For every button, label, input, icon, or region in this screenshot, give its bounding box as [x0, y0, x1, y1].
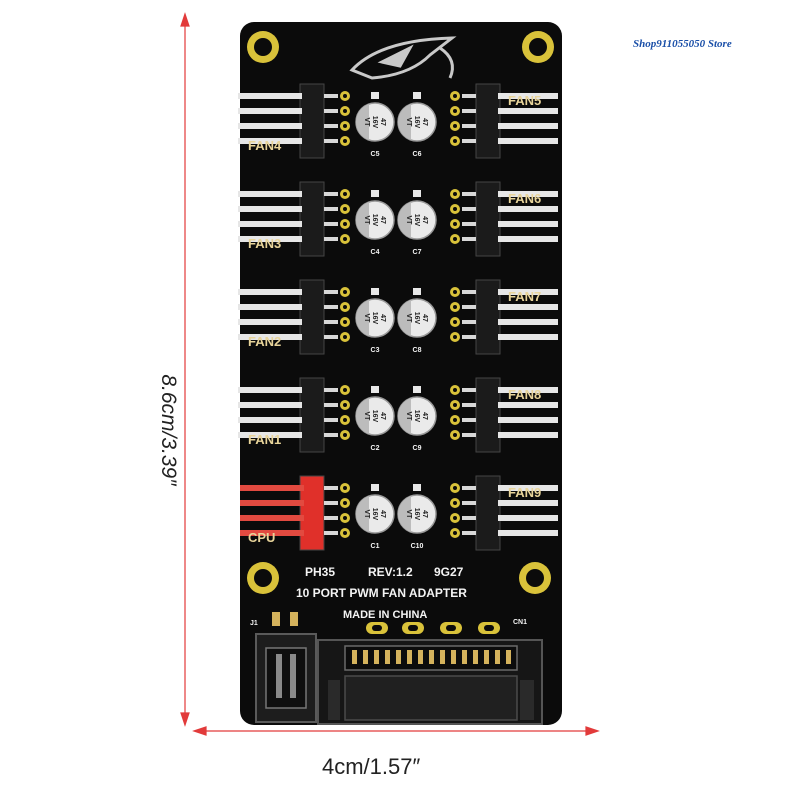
j1-connector — [255, 612, 317, 723]
capacitor-label: C8 — [413, 347, 422, 354]
width-arrow — [192, 726, 600, 736]
board-title: 10 PORT PWM FAN ADAPTER — [296, 586, 467, 600]
svg-text:VT: VT — [405, 412, 412, 422]
port-label: FAN7 — [508, 289, 541, 304]
fan-header-fan9: FAN9 — [450, 475, 558, 551]
svg-text:VT: VT — [405, 216, 412, 226]
port-label: FAN6 — [508, 191, 541, 206]
fan-header-fan2: FAN2 — [238, 279, 350, 355]
origin-label: MADE IN CHINA — [343, 609, 427, 621]
svg-text:16V: 16V — [413, 312, 420, 325]
capacitor-label: C2 — [371, 445, 380, 452]
svg-text:VT: VT — [405, 314, 412, 324]
port-label: FAN3 — [248, 236, 281, 251]
svg-text:47: 47 — [421, 216, 428, 224]
fan-header-fan5: FAN5 — [450, 83, 558, 159]
capacitor-array: 4716VVTC54716VVTC64716VVTC44716VVTC74716… — [355, 92, 437, 550]
svg-text:47: 47 — [379, 510, 386, 518]
mounting-hole — [247, 31, 279, 63]
port-label: FAN4 — [248, 138, 282, 153]
capacitor-label: C10 — [411, 543, 424, 550]
capacitor-label: C3 — [371, 347, 380, 354]
capacitor-label: C5 — [371, 151, 380, 158]
board-markings: PH35 REV:1.2 9G27 10 PORT PWM FAN ADAPTE… — [250, 565, 527, 627]
fan-header-fan7: FAN7 — [450, 279, 558, 355]
svg-text:16V: 16V — [371, 410, 378, 423]
svg-text:16V: 16V — [413, 508, 420, 521]
capacitor-label: C6 — [413, 151, 422, 158]
svg-text:47: 47 — [421, 314, 428, 322]
svg-text:47: 47 — [421, 412, 428, 420]
svg-text:16V: 16V — [413, 410, 420, 423]
svg-text:VT: VT — [363, 314, 370, 324]
capacitor-label: C4 — [371, 249, 380, 256]
port-label: FAN9 — [508, 485, 541, 500]
svg-text:VT: VT — [405, 510, 412, 520]
width-dimension-label: 4cm/1.57″ — [322, 754, 421, 779]
mounting-hole — [519, 562, 551, 594]
svg-text:16V: 16V — [371, 312, 378, 325]
j1-label: J1 — [250, 620, 258, 627]
svg-text:16V: 16V — [371, 214, 378, 227]
svg-text:16V: 16V — [413, 214, 420, 227]
svg-text:VT: VT — [405, 118, 412, 128]
mounting-hole — [247, 562, 279, 594]
fan-header-cpu: CPU — [240, 475, 350, 551]
svg-text:VT: VT — [363, 510, 370, 520]
date-code: 9G27 — [434, 565, 464, 579]
svg-text:VT: VT — [363, 412, 370, 422]
rog-logo — [349, 36, 457, 80]
port-label: FAN2 — [248, 334, 281, 349]
svg-text:47: 47 — [379, 314, 386, 322]
svg-text:47: 47 — [421, 510, 428, 518]
store-watermark: Shop911055050 Store — [633, 38, 732, 50]
svg-text:47: 47 — [379, 412, 386, 420]
svg-text:VT: VT — [363, 118, 370, 128]
svg-text:16V: 16V — [371, 508, 378, 521]
capacitor-label: C9 — [413, 445, 422, 452]
port-label: FAN1 — [248, 432, 281, 447]
svg-text:47: 47 — [421, 118, 428, 126]
mounting-hole — [522, 31, 554, 63]
port-label: FAN5 — [508, 93, 541, 108]
height-dimension-label: 8.6cm/3.39″ — [157, 374, 180, 486]
fan-header-fan4: FAN4 — [238, 83, 350, 159]
fan-header-fan6: FAN6 — [450, 181, 558, 257]
capacitor-label: C1 — [371, 543, 380, 550]
solder-pads — [366, 622, 500, 634]
svg-text:16V: 16V — [413, 116, 420, 129]
model-code: PH35 — [305, 565, 335, 579]
cn1-connector — [317, 639, 543, 725]
cn1-label: CN1 — [513, 619, 527, 626]
height-arrow — [180, 12, 190, 727]
revision-code: REV:1.2 — [368, 565, 413, 579]
capacitor-label: C7 — [413, 249, 422, 256]
svg-text:16V: 16V — [371, 116, 378, 129]
fan-header-fan1: FAN1 — [238, 377, 350, 453]
port-label: FAN8 — [508, 387, 541, 402]
fan-header-fan8: FAN8 — [450, 377, 558, 453]
svg-text:VT: VT — [363, 216, 370, 226]
svg-text:47: 47 — [379, 118, 386, 126]
svg-text:47: 47 — [379, 216, 386, 224]
port-label: CPU — [248, 530, 275, 545]
fan-header-fan3: FAN3 — [238, 181, 350, 257]
